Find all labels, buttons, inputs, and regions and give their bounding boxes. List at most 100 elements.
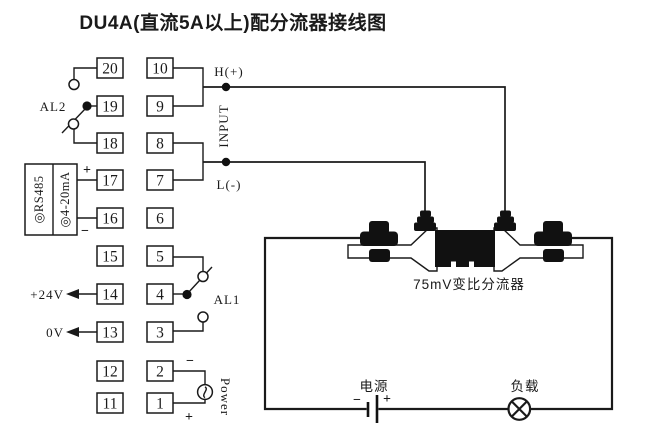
loop-4-20ma-label: ◎4-20mA (58, 171, 72, 227)
terminal-20: 20 (96, 57, 124, 79)
shunt-75mv: 75mV变比分流器 (347, 210, 584, 292)
shunt-notch (469, 261, 474, 267)
wire-terminal-2 (173, 370, 206, 385)
sense-cap-mid (497, 216, 514, 223)
input-low-label: L(-) (217, 177, 242, 192)
terminal-number: 18 (102, 136, 118, 153)
wire-terminal-20 (73, 67, 97, 80)
terminal-number: 19 (102, 99, 118, 116)
power-label: Power (218, 378, 233, 416)
terminal-17: 17 (96, 169, 124, 191)
terminal-number: 4 (156, 287, 164, 304)
shunt-right-bolt-icon (534, 221, 572, 262)
terminal-number: 7 (156, 173, 164, 190)
terminal-12: 12 (96, 360, 124, 382)
terminal-number: 9 (156, 99, 164, 116)
loop-plus-sign: + (83, 163, 91, 178)
shunt-label: 75mV变比分流器 (413, 277, 525, 292)
power-minus-sign: − (186, 354, 194, 369)
bolt-tail (543, 249, 564, 262)
input-label: INPUT (216, 104, 231, 147)
al1-label: AL1 (214, 292, 241, 307)
wire-terminal-5 (173, 256, 204, 272)
terminal-number: 3 (156, 325, 164, 342)
sense-cap-base (494, 222, 516, 231)
al1-contact-bottom (197, 311, 209, 323)
wire-terminal-1 (173, 399, 206, 404)
shunt-sense-terminal-right-icon (494, 210, 516, 231)
plus-24v-label: +24V (30, 287, 64, 302)
bolt-nut (534, 231, 572, 246)
comm-output-outline (24, 163, 78, 236)
terminal-14: 14 (96, 283, 124, 305)
terminal-number: 16 (102, 211, 118, 228)
al1-contact-top (197, 270, 209, 283)
terminal-1: 1 (146, 392, 174, 414)
input-wires (173, 67, 506, 211)
terminal-3: 3 (146, 321, 174, 343)
terminal-10: 10 (146, 57, 174, 79)
input-high-bus (173, 67, 204, 107)
power-sine-icon (203, 386, 207, 399)
input-low-bus (173, 142, 204, 181)
al1-switch-contacts (182, 270, 209, 323)
terminal-number: 14 (102, 287, 118, 304)
loop-minus-sign: − (81, 224, 89, 239)
junction-dot-low (221, 157, 231, 167)
bolt-nut (360, 231, 398, 246)
sense-cap-mid (417, 216, 434, 223)
wire-terminal-3 (173, 322, 204, 332)
terminal-11: 11 (96, 392, 124, 414)
loop-right-wire (530, 236, 614, 411)
terminal-6: 6 (146, 207, 174, 229)
al2-contact-bottom (67, 118, 80, 130)
terminal-strip: 20 19 18 17 16 15 14 13 12 11 10 9 8 7 6… (96, 57, 174, 414)
bolt-head (543, 221, 563, 234)
zero-v-label: 0V (46, 325, 64, 340)
terminal-7: 7 (146, 169, 174, 191)
al2-label: AL2 (40, 99, 67, 114)
bolt-head (369, 221, 389, 234)
terminal-18: 18 (96, 132, 124, 154)
battery-plus-sign: + (383, 392, 391, 407)
terminal-number: 17 (102, 173, 118, 190)
terminal-13: 13 (96, 321, 124, 343)
analog-io-wires (66, 179, 97, 337)
al2-switch-contacts (67, 78, 92, 130)
wire-h-plus (203, 86, 506, 211)
lamp-cross (510, 400, 528, 418)
terminal-number: 20 (102, 61, 118, 78)
power-plus-sign: + (185, 410, 193, 425)
sense-cap-top (420, 210, 431, 217)
input-high-label: H(+) (214, 64, 243, 79)
al2-common-dot (82, 101, 92, 111)
terminal-9: 9 (146, 95, 174, 117)
terminal-8: 8 (146, 132, 174, 154)
main-current-loop (263, 236, 614, 423)
source-label: 电源 (360, 379, 389, 394)
terminal-2: 2 (146, 360, 174, 382)
load-lamp-icon (507, 397, 532, 421)
wire-terminal-18 (73, 129, 97, 144)
terminal-number: 2 (156, 364, 164, 381)
al1-common-dot (182, 289, 192, 300)
arrow-head-0v (66, 327, 79, 337)
al2-switch-wires (61, 67, 97, 144)
terminal-number: 8 (156, 136, 164, 153)
power-supply-wires (173, 370, 214, 404)
terminal-4: 4 (146, 283, 174, 305)
loop-left-wire (263, 236, 367, 411)
terminal-16: 16 (96, 207, 124, 229)
terminal-number: 11 (103, 396, 118, 413)
sense-cap-base (414, 222, 436, 231)
load-label: 负载 (511, 379, 540, 394)
wire-l-minus (203, 161, 426, 211)
terminal-number: 10 (152, 61, 168, 78)
terminal-number: 1 (156, 396, 164, 413)
junction-dot-high (221, 82, 231, 92)
terminal-number: 5 (156, 249, 164, 266)
terminal-15: 15 (96, 245, 124, 267)
terminal-19: 19 (96, 95, 124, 117)
shunt-resistive-element (435, 230, 495, 267)
shunt-notch (451, 261, 456, 267)
